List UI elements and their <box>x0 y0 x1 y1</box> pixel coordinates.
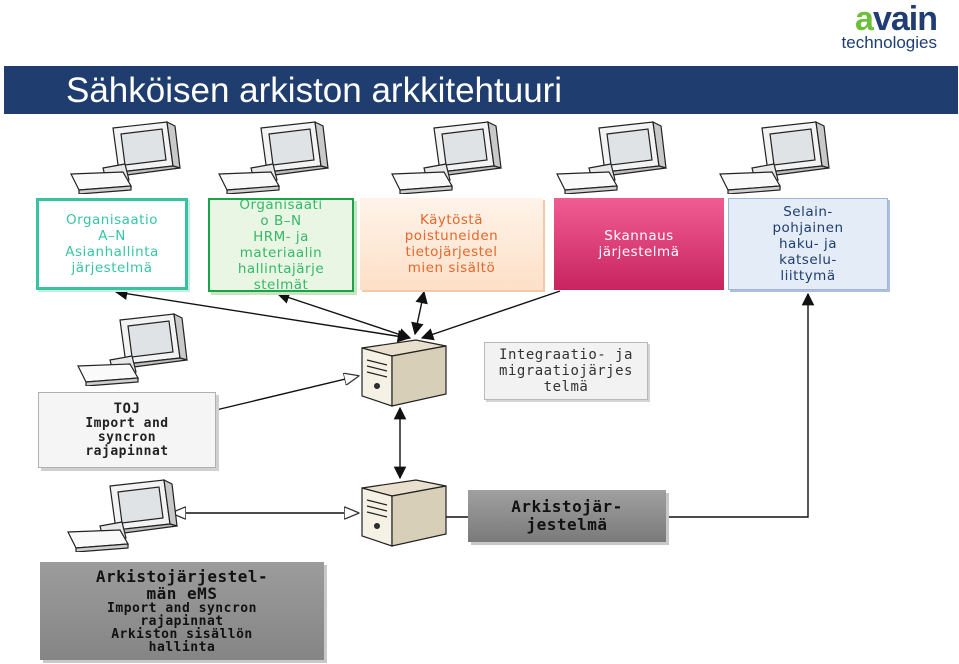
box-ems-body: Import and syncron rajapinnat Arkiston s… <box>107 601 257 655</box>
connector-toj-integration <box>215 376 358 411</box>
box-arkisto-label: Arkistojär- jestelmä <box>511 497 623 534</box>
box-skannaus-label: Skannaus järjestelmä <box>598 228 680 260</box>
server-icon <box>361 339 447 407</box>
box-toj-body: Import and syncron rajapinnat <box>85 415 169 459</box>
box-kaytosta-label: Käytöstä poistuneiden tietojärjestel mie… <box>404 212 499 276</box>
computer-icon <box>77 312 188 386</box>
box-kaytosta: Käytöstä poistuneiden tietojärjestel mie… <box>360 198 543 290</box>
box-toj-title: TOJ <box>113 400 141 417</box>
computer-icon <box>67 478 178 552</box>
connector-archive-selain <box>440 292 815 518</box>
computer-icon <box>719 120 830 194</box>
computer-icon <box>218 120 329 194</box>
box-org-bn-label: Organisaati o B–N HRM- ja materiaalin ha… <box>237 198 325 292</box>
box-org-an-label: Organisaatio A–N Asianhallinta järjestel… <box>65 212 159 276</box>
box-ems-title: Arkistojärjestel- män eMS <box>95 567 269 603</box>
page-title: Sähköisen arkiston arkkitehtuuri <box>66 71 563 110</box>
box-selain: Selain- pohjainen haku- ja katselu- liit… <box>728 198 888 290</box>
computer-icon <box>391 120 502 194</box>
box-integraatio: Integraatio- ja migraatiojärjes telmä <box>484 342 648 400</box>
box-ems: Arkistojärjestel- män eMS Import and syn… <box>40 562 324 660</box>
avain-logo: avain technologies <box>841 0 938 52</box>
box-org-bn: Organisaati o B–N HRM- ja materiaalin ha… <box>208 198 354 292</box>
server-icon <box>361 479 447 547</box>
box-org-an: Organisaatio A–N Asianhallinta järjestel… <box>36 198 188 290</box>
computer-icon <box>70 120 181 194</box>
title-banner: Sähköisen arkiston arkkitehtuuri <box>4 66 958 114</box>
computer-icon <box>556 120 667 194</box>
connector-skannaus-integration <box>420 290 561 341</box>
box-integraatio-label: Integraatio- ja migraatiojärjes telmä <box>499 347 633 395</box>
logo-brand: avain <box>855 0 938 38</box>
connector-org-bn-integration <box>276 291 412 341</box>
box-arkisto: Arkistojär- jestelmä <box>468 490 666 542</box>
logo-subtitle: technologies <box>841 33 937 52</box>
box-selain-label: Selain- pohjainen haku- ja katselu- liit… <box>772 204 844 284</box>
connector-kaytosta-integration <box>411 290 428 336</box>
box-skannaus: Skannaus järjestelmä <box>554 198 724 290</box>
box-toj: TOJ Import and syncron rajapinnat <box>38 392 216 468</box>
